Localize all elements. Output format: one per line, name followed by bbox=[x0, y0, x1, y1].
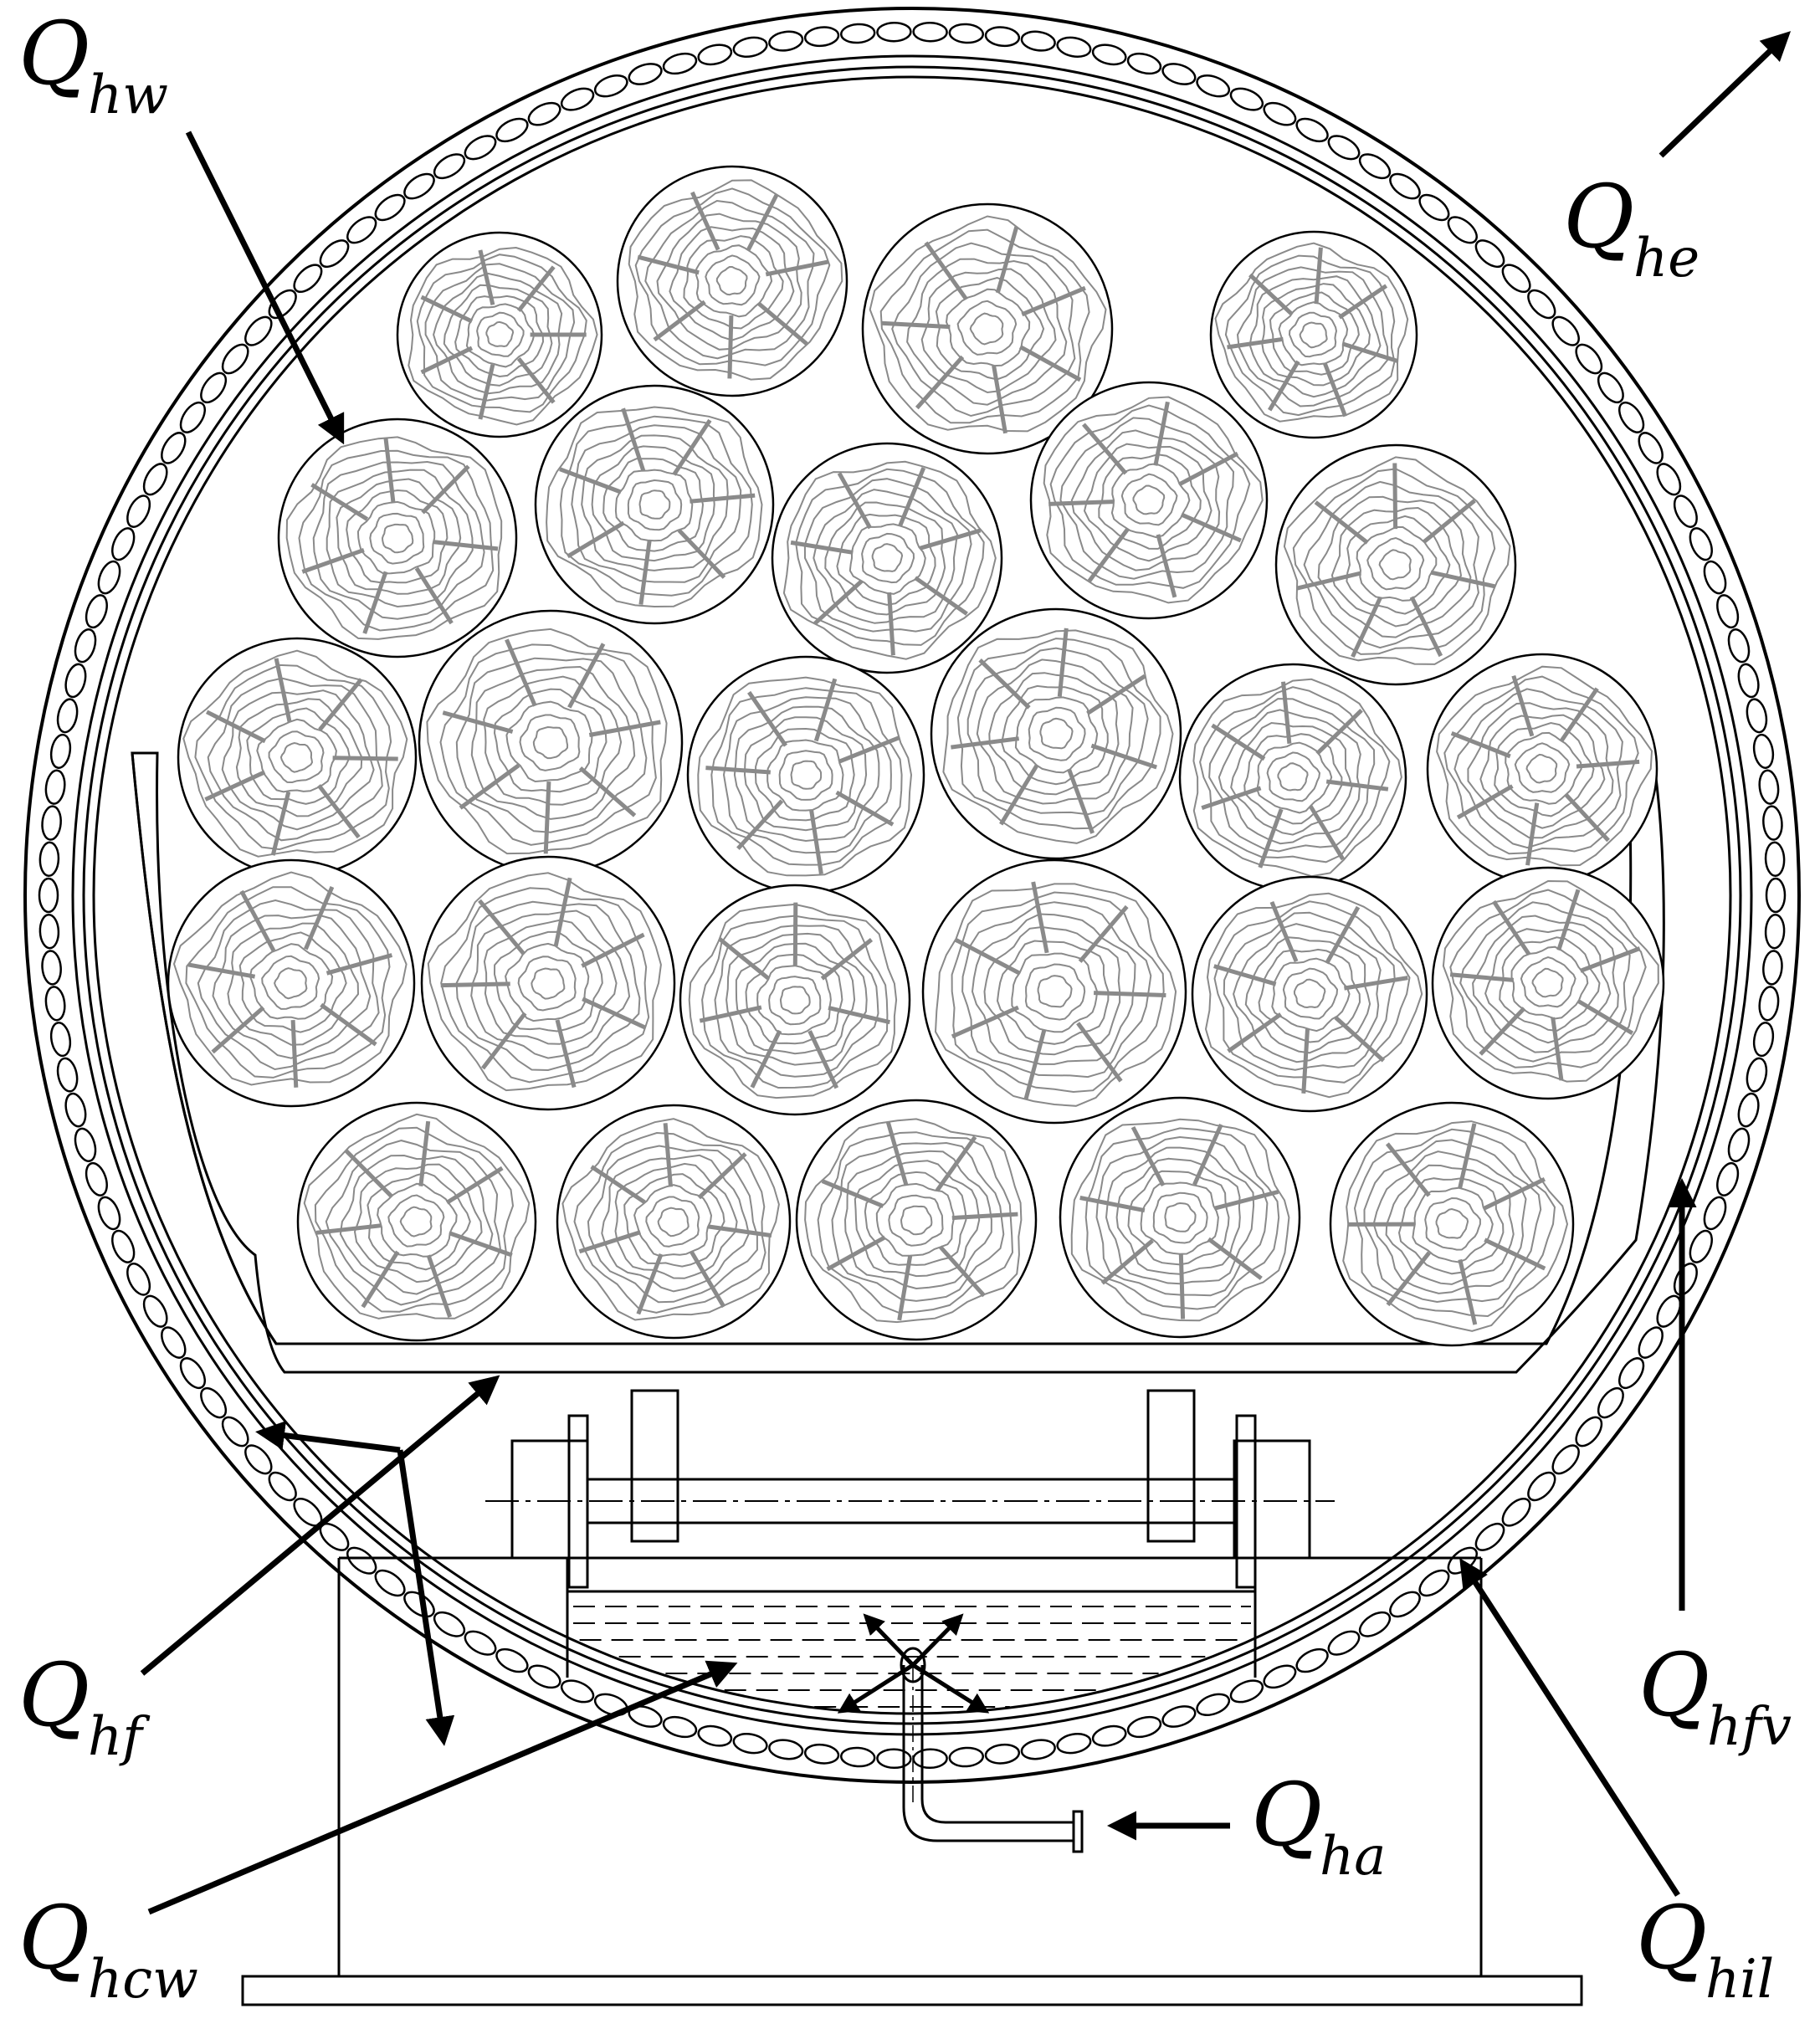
wood-log bbox=[1329, 1101, 1575, 1347]
wood-log bbox=[177, 637, 418, 878]
vessel-inner-wall-b bbox=[92, 75, 1732, 1715]
vessel-inner-wall-a bbox=[82, 65, 1742, 1725]
wood-log bbox=[679, 884, 911, 1116]
wood-log bbox=[396, 231, 603, 438]
wood-log bbox=[921, 858, 1187, 1125]
svg-text:hfv: hfv bbox=[1707, 1696, 1792, 1758]
wood-log bbox=[795, 1099, 1038, 1341]
label-hcw: Q hcw bbox=[18, 1887, 198, 2011]
wood-log bbox=[418, 609, 684, 875]
wood-log bbox=[556, 1104, 792, 1340]
svg-text:Q: Q bbox=[18, 3, 90, 105]
heat-flow-arrows bbox=[140, 31, 1792, 1915]
water-surface-lines bbox=[573, 1606, 1251, 1708]
svg-text:hf: hf bbox=[88, 1706, 151, 1768]
label-hfv: Q hfv bbox=[1638, 1634, 1792, 1758]
svg-text:Q: Q bbox=[1251, 1764, 1322, 1866]
vessel-outer-wall bbox=[23, 7, 1801, 1784]
label-he: Q he bbox=[1563, 166, 1700, 290]
svg-text:ha: ha bbox=[1320, 1826, 1386, 1888]
wood-log bbox=[277, 418, 518, 658]
svg-text:he: he bbox=[1633, 228, 1700, 290]
heating-coil bbox=[38, 21, 1787, 1770]
wood-log bbox=[296, 1101, 537, 1342]
wood-log bbox=[930, 607, 1182, 860]
svg-text:hil: hil bbox=[1705, 1949, 1774, 2011]
wood-log bbox=[861, 202, 1114, 455]
arrow-hf-down bbox=[397, 1449, 455, 1746]
svg-text:Q: Q bbox=[18, 1644, 90, 1746]
log-cart bbox=[131, 751, 1665, 1374]
wood-log bbox=[1431, 866, 1665, 1100]
label-hf: Q hf bbox=[18, 1644, 151, 1768]
wood-log bbox=[1029, 381, 1269, 620]
wood-logs bbox=[167, 165, 1665, 1347]
arrow-hf-up bbox=[140, 1375, 500, 1676]
wood-log bbox=[771, 442, 1003, 674]
wood-log bbox=[167, 858, 416, 1108]
base-plate bbox=[241, 1975, 1583, 2006]
wood-log bbox=[1209, 230, 1418, 439]
water-reservoir bbox=[566, 1558, 1257, 1708]
arrow-hf-left bbox=[255, 1421, 401, 1453]
label-hw: Q hw bbox=[18, 3, 168, 126]
wood-log bbox=[1178, 663, 1407, 892]
arrow-he bbox=[1659, 31, 1792, 158]
svg-text:Q: Q bbox=[1638, 1634, 1710, 1736]
svg-text:hcw: hcw bbox=[88, 1949, 198, 2011]
insulation-inner-edge bbox=[71, 54, 1753, 1736]
rail-assembly bbox=[485, 1389, 1335, 1589]
svg-text:Q: Q bbox=[18, 1887, 90, 1989]
arrow-hil bbox=[1459, 1558, 1680, 1897]
wood-log bbox=[1191, 875, 1428, 1113]
wood-log bbox=[686, 655, 925, 894]
spray-arrows bbox=[837, 1613, 990, 1714]
svg-text:Q: Q bbox=[1563, 166, 1634, 268]
wood-log bbox=[616, 165, 848, 397]
wood-log bbox=[1059, 1096, 1301, 1339]
wood-log bbox=[1426, 653, 1659, 885]
vessel bbox=[23, 7, 1801, 1784]
wood-log bbox=[534, 384, 775, 625]
wood-log bbox=[1274, 443, 1517, 686]
arrow-hcw bbox=[147, 1660, 738, 1915]
air-inlet-pipe bbox=[900, 1647, 1084, 1853]
arrow-hw bbox=[185, 131, 345, 445]
label-hil: Q hil bbox=[1636, 1887, 1774, 2011]
svg-text:hw: hw bbox=[88, 64, 168, 126]
svg-text:Q: Q bbox=[1636, 1887, 1707, 1989]
label-ha: Q ha bbox=[1251, 1764, 1386, 1888]
wood-log bbox=[420, 855, 676, 1111]
